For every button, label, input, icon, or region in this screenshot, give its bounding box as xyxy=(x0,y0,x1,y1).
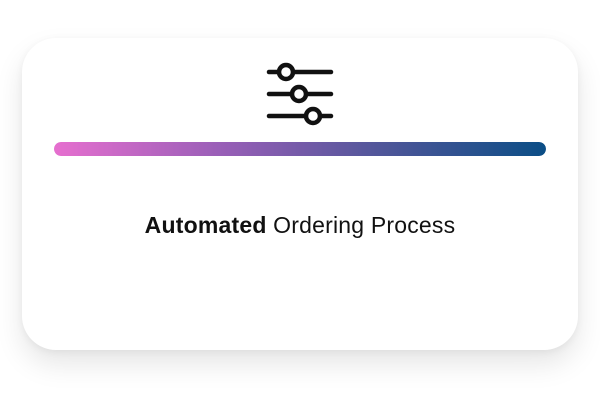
progress-bar xyxy=(54,142,546,156)
progress-bar-fill xyxy=(54,142,546,156)
card-title-rest: Ordering Process xyxy=(266,212,456,238)
sliders-icon xyxy=(266,61,334,127)
card-title: Automated Ordering Process xyxy=(0,212,600,239)
card-title-bold: Automated xyxy=(144,212,267,238)
